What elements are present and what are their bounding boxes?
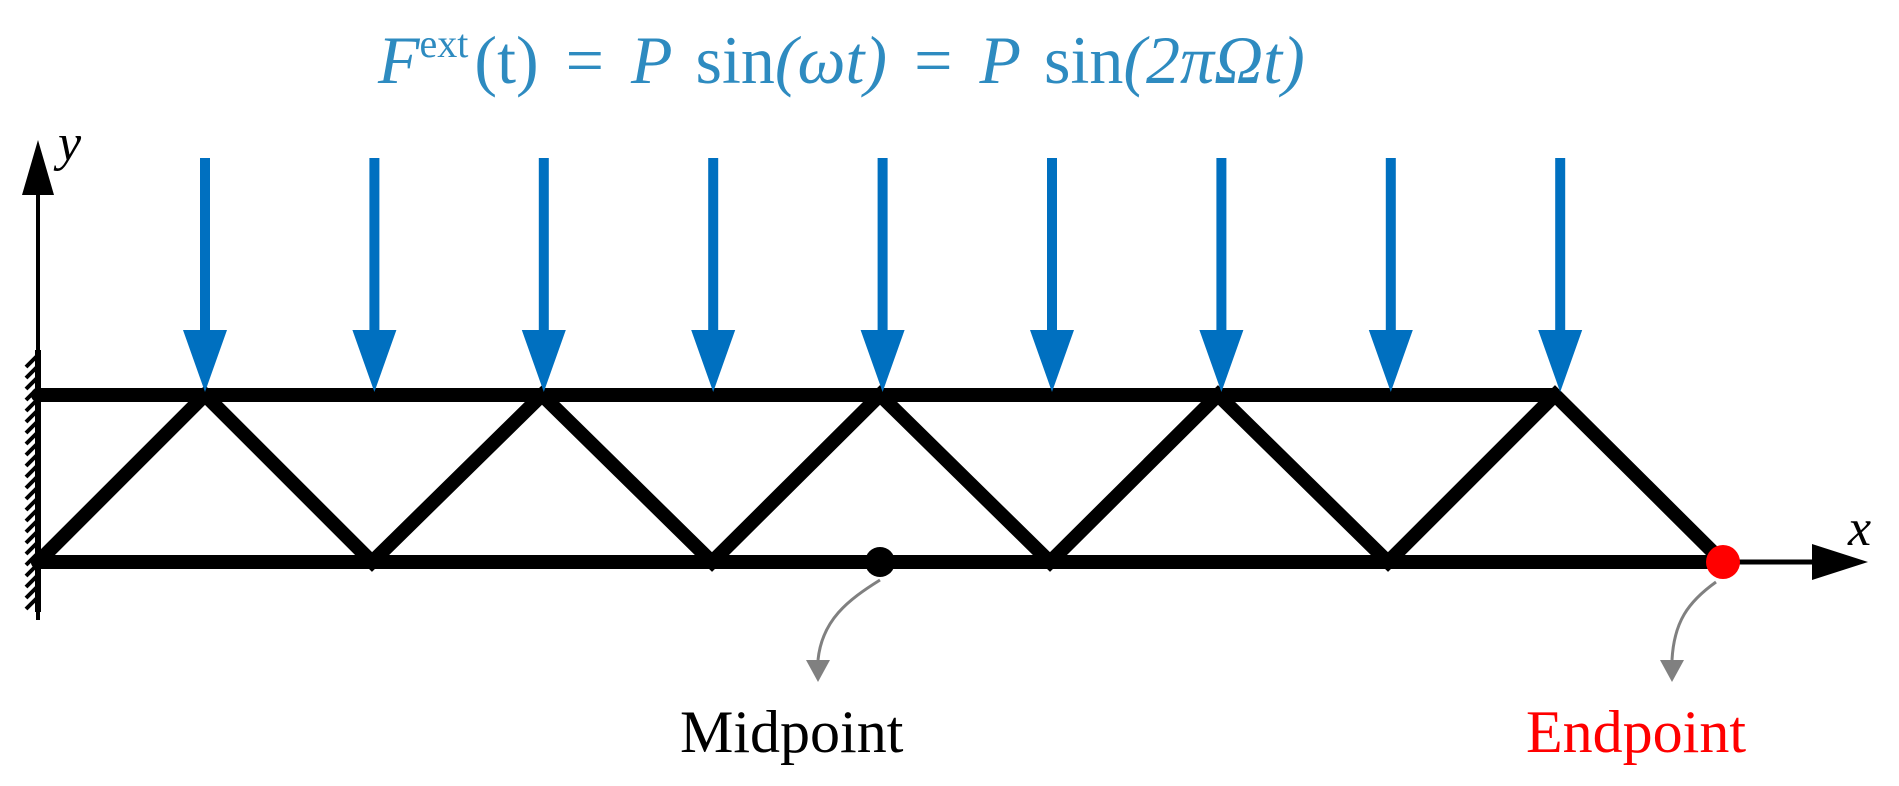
load-arrow (183, 158, 227, 392)
load-arrow-head (521, 330, 566, 392)
x-axis-arrowhead (1812, 544, 1868, 580)
formula-superscript: ext (420, 21, 469, 66)
endpoint-pointer-arrow (1660, 580, 1717, 682)
truss-diagonals (31, 385, 1730, 572)
load-arrow-head (1538, 330, 1583, 392)
load-arrow (691, 158, 736, 392)
truss (31, 385, 1730, 572)
load-arrow (1368, 158, 1413, 392)
load-arrow-head (1368, 330, 1413, 392)
midpoint-label: Midpoint (680, 699, 904, 765)
load-arrow (352, 158, 397, 392)
formula-force-symbol: F (377, 22, 421, 98)
load-formula: Fext(t) = P sin(ωt) = P sin(2πΩt) (377, 21, 1305, 98)
load-arrow-head (1030, 330, 1074, 392)
load-arrow-head (352, 330, 397, 392)
formula-coeff-2: P (978, 22, 1021, 98)
formula-func-2: sin (1044, 22, 1123, 98)
formula-arg-2: (2πΩt) (1123, 22, 1304, 98)
load-arrow (1030, 158, 1074, 392)
formula-arg-1: (ωt) (775, 22, 887, 98)
endpoint-marker (1706, 545, 1740, 579)
load-arrow (1538, 158, 1583, 392)
load-arrow (1199, 158, 1244, 392)
midpoint-marker (865, 547, 895, 577)
load-arrow-head (860, 330, 905, 392)
x-axis (1720, 544, 1868, 580)
formula-coeff-1: P (630, 22, 673, 98)
x-axis-label: x (1847, 500, 1871, 557)
formula-equals-1: = (566, 22, 604, 98)
formula-func-1: sin (696, 22, 775, 98)
y-axis (22, 140, 54, 620)
load-arrow (860, 158, 905, 392)
load-arrow-head (691, 330, 736, 392)
load-arrow-head (183, 330, 227, 392)
load-arrow-head (1199, 330, 1244, 392)
midpoint-pointer-arrow (806, 578, 881, 682)
y-axis-arrowhead (22, 140, 54, 195)
load-arrows (183, 158, 1583, 392)
formula-equals-2: = (914, 22, 952, 98)
y-axis-label: y (53, 115, 82, 172)
endpoint-label: Endpoint (1526, 699, 1746, 765)
formula-lhs-arg: (t) (474, 22, 538, 98)
load-arrow (521, 158, 566, 392)
